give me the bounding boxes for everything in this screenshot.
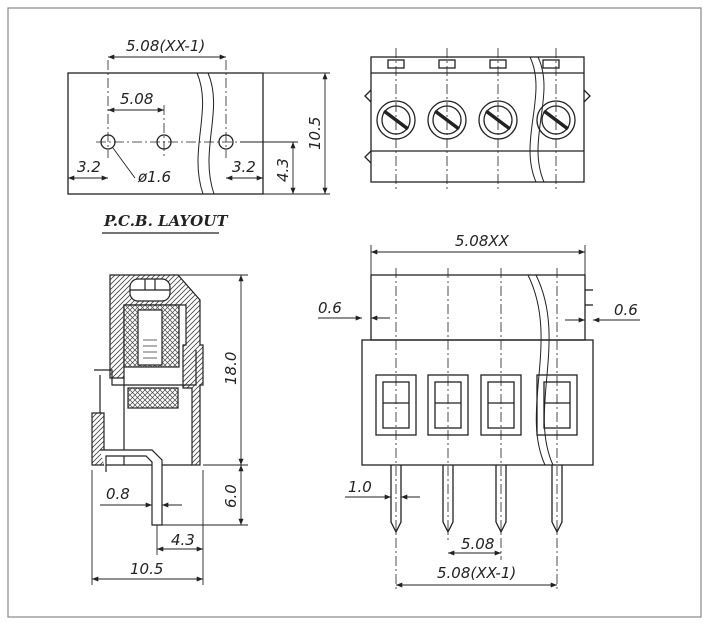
- front-view: [318, 245, 640, 592]
- pcb-dim-pitch: 5.08: [120, 90, 153, 108]
- front-dim-pitch: 5.08: [461, 535, 494, 553]
- side-dim-pin-offset: 4.3: [171, 531, 195, 549]
- side-dim-pin-length: 6.0: [222, 484, 240, 508]
- front-dim-right-clearance: 0.6: [614, 301, 638, 319]
- front-dim-pin-width: 1.0: [348, 478, 372, 496]
- front-dim-left-clearance: 0.6: [318, 299, 342, 317]
- side-dim-body-height: 18.0: [222, 352, 240, 385]
- pcb-dim-left-edge: 3.2: [77, 158, 101, 176]
- pcb-dim-right-edge: 3.2: [232, 158, 256, 176]
- pcb-layout-view: [67, 54, 330, 195]
- top-view: [364, 48, 591, 190]
- pcb-dim-total-pitch: 5.08(XX-1): [126, 37, 205, 55]
- side-dim-pin-thickness: 0.8: [106, 485, 130, 503]
- side-dim-width: 10.5: [130, 560, 163, 578]
- pcb-dim-hole-diameter: ø1.6: [137, 168, 171, 186]
- pcb-layout-title: P.C.B. LAYOUT: [103, 212, 229, 230]
- front-dim-total-width: 5.08XX: [455, 232, 510, 250]
- pcb-dim-hole-row: 4.3: [274, 158, 292, 182]
- front-dim-pin-span: 5.08(XX-1): [437, 564, 516, 582]
- side-section-view: [91, 274, 248, 585]
- drawing-frame: [7, 7, 702, 618]
- pcb-dim-height: 10.5: [306, 117, 324, 150]
